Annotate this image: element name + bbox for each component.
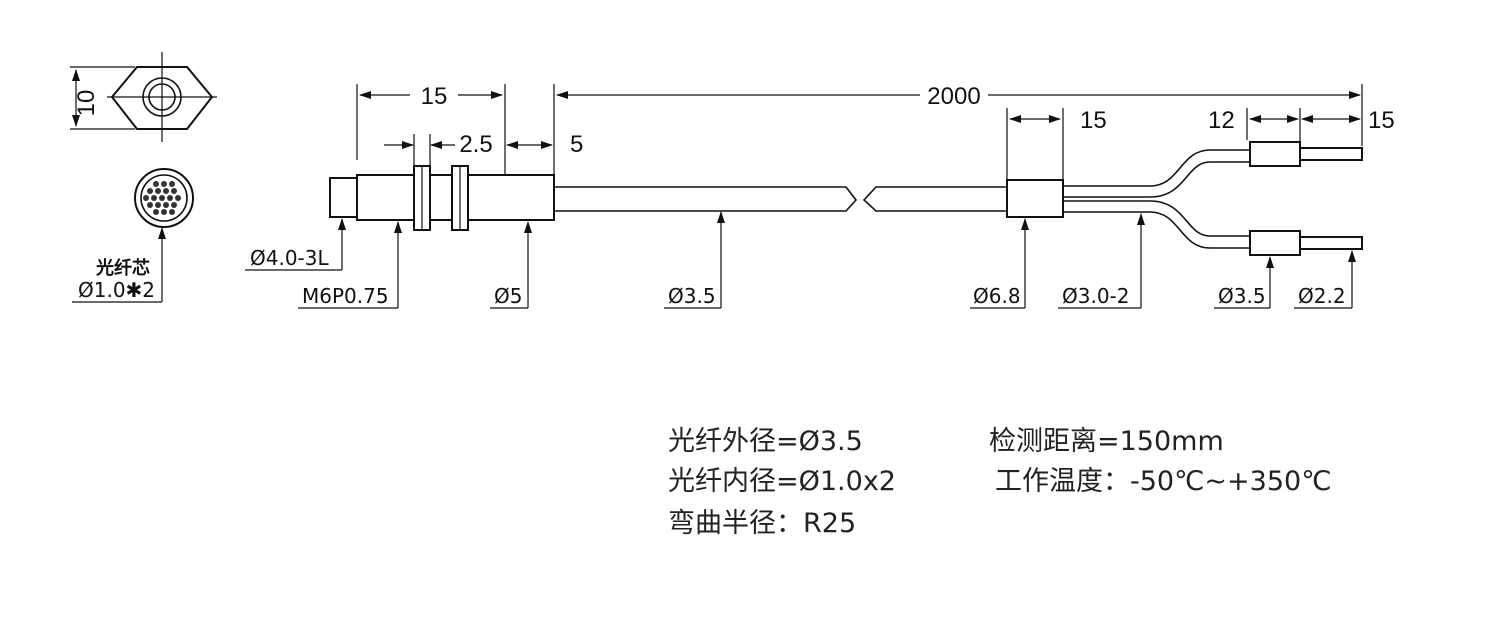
junction-length-label: 15 xyxy=(1080,107,1107,134)
branch-label: Ø3.0-2 xyxy=(1062,284,1130,308)
hex-end-view: 10 xyxy=(70,52,217,142)
spec-outer-diameter: 光纤外径=Ø3.5 xyxy=(668,426,863,457)
bottom-leaders: Ø4.0-3L M6P0.75 Ø5 Ø3.5 Ø6.8 Ø3.0-2 Ø3.5… xyxy=(245,211,1356,309)
junction-label: Ø6.8 xyxy=(973,284,1021,308)
gap-label: 5 xyxy=(570,131,583,158)
core-label: 光纤芯 xyxy=(95,257,150,279)
thread-label: M6P0.75 xyxy=(302,284,389,308)
spec-inner-diameter: 光纤内径=Ø1.0x2 xyxy=(668,466,896,497)
spec-detect-distance: 检测距离=150mm xyxy=(989,426,1224,457)
spec-bend-radius: 弯曲半径：R25 xyxy=(668,508,857,539)
probe xyxy=(329,165,555,231)
tip-length-label: 15 xyxy=(1368,107,1395,134)
total-length-label: 2000 xyxy=(927,83,980,110)
core-size-label: Ø1.0✱2 xyxy=(78,278,155,302)
hex-height-label: 10 xyxy=(73,90,100,117)
cable xyxy=(553,141,1363,256)
cable-label: Ø3.5 xyxy=(668,284,716,308)
tip-sleeve-label: Ø3.5 xyxy=(1218,284,1266,308)
sleeve-label: Ø5 xyxy=(494,284,522,308)
body-length-label: 15 xyxy=(421,83,448,110)
nut-width-label: 2.5 xyxy=(459,131,492,158)
spec-temperature: 工作温度：-50℃~+350℃ xyxy=(995,466,1332,497)
top-dimensions: 15 2.5 5 2000 15 12 15 xyxy=(356,83,1395,179)
tip-sleeve-length-label: 12 xyxy=(1208,107,1235,134)
fiber-core-view: 光纤芯 Ø1.0✱2 xyxy=(72,168,194,303)
probe-tip-label: Ø4.0-3L xyxy=(250,246,329,270)
tip-label: Ø2.2 xyxy=(1298,284,1346,308)
